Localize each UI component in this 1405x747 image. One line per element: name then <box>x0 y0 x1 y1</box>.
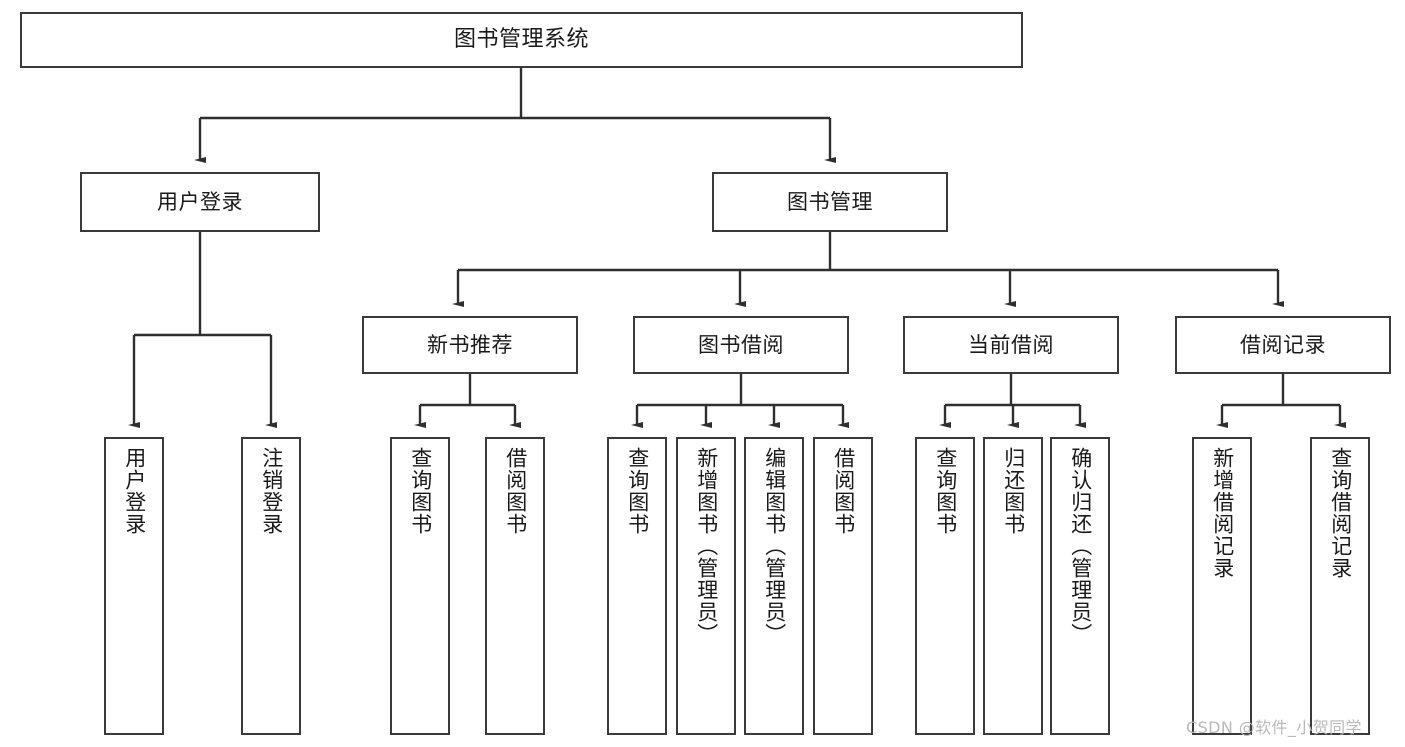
node-label: 图书借阅 <box>698 332 784 357</box>
leaf-borrow-edit-book-admin[interactable]: 编辑图书（管理员） <box>744 437 804 735</box>
node-user-login[interactable]: 用户登录 <box>80 172 320 232</box>
node-label: 用户登录 <box>122 447 147 535</box>
node-label: 查询借阅记录 <box>1328 447 1353 579</box>
node-label: 新书推荐 <box>427 332 513 357</box>
csdn-watermark: CSDN @软件_小贺同学 <box>1186 718 1362 737</box>
leaf-borrow-query-book[interactable]: 查询图书 <box>607 437 667 735</box>
node-label: 借阅图书 <box>831 447 856 535</box>
leaf-borrow-borrow-book[interactable]: 借阅图书 <box>813 437 873 735</box>
node-label: 确认归还（管理员） <box>1068 447 1093 645</box>
leaf-current-confirm-return-admin[interactable]: 确认归还（管理员） <box>1050 437 1110 735</box>
leaf-borrow-add-book-admin[interactable]: 新增图书（管理员） <box>676 437 736 735</box>
node-label: 用户登录 <box>157 189 243 214</box>
node-label: 借阅记录 <box>1240 332 1326 357</box>
leaf-rec-query-book[interactable]: 查询图书 <box>390 437 450 735</box>
node-label: 新增图书（管理员） <box>694 447 719 645</box>
leaf-user-login[interactable]: 用户登录 <box>104 437 164 735</box>
node-label: 借阅图书 <box>503 447 528 535</box>
node-root-book-management-system[interactable]: 图书管理系统 <box>20 12 1023 68</box>
node-label: 图书管理 <box>787 189 873 214</box>
leaf-rec-borrow-book[interactable]: 借阅图书 <box>485 437 545 735</box>
node-label: 新增借阅记录 <box>1210 447 1235 579</box>
node-new-book-recommendation[interactable]: 新书推荐 <box>362 316 578 374</box>
leaf-logout-login[interactable]: 注销登录 <box>241 437 301 735</box>
node-book-borrowing[interactable]: 图书借阅 <box>633 316 849 374</box>
node-label: 归还图书 <box>1001 447 1026 535</box>
node-label: 图书管理系统 <box>453 27 589 53</box>
leaf-record-query-borrow-record[interactable]: 查询借阅记录 <box>1310 437 1370 735</box>
node-label: 查询图书 <box>408 447 433 535</box>
node-label: 注销登录 <box>259 447 284 535</box>
leaf-current-return-book[interactable]: 归还图书 <box>983 437 1043 735</box>
leaf-record-add-borrow-record[interactable]: 新增借阅记录 <box>1192 437 1252 735</box>
node-borrowing-record[interactable]: 借阅记录 <box>1175 316 1391 374</box>
node-label: 查询图书 <box>625 447 650 535</box>
node-label: 当前借阅 <box>968 332 1054 357</box>
node-book-management[interactable]: 图书管理 <box>712 172 948 232</box>
leaf-current-query-book[interactable]: 查询图书 <box>915 437 975 735</box>
node-label: 编辑图书（管理员） <box>762 447 787 645</box>
node-current-borrowing[interactable]: 当前借阅 <box>903 316 1119 374</box>
node-label: 查询图书 <box>933 447 958 535</box>
